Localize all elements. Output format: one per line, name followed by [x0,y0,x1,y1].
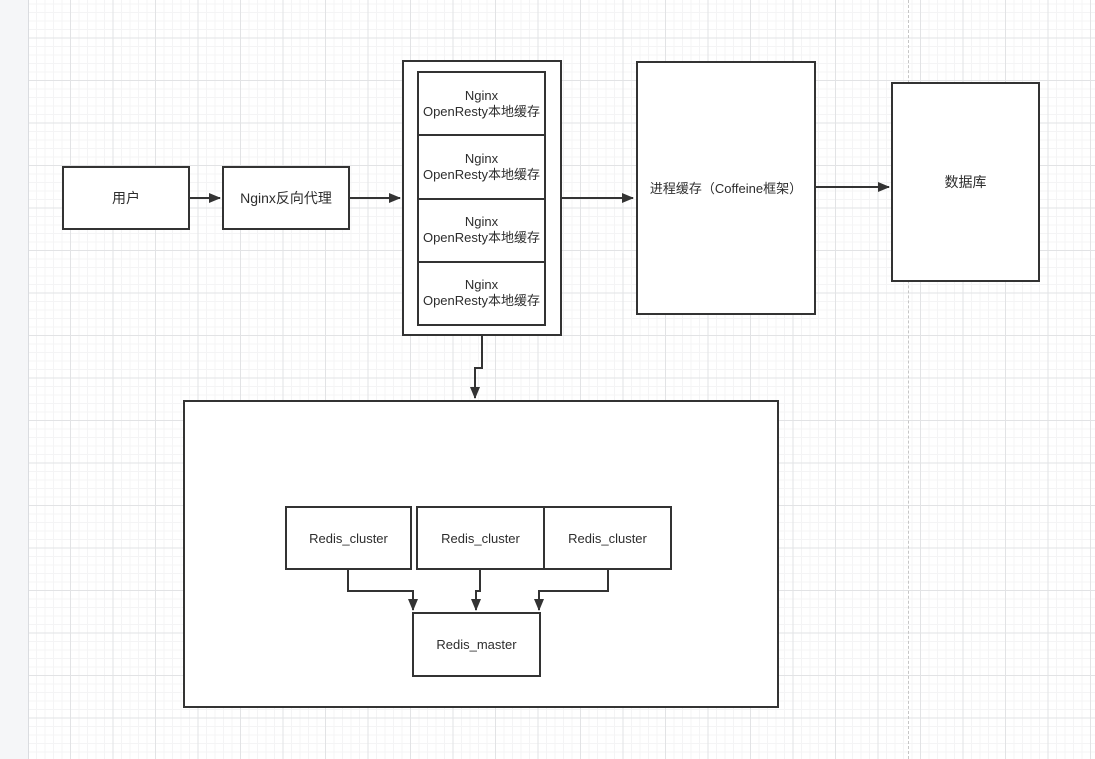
openresty-3-line2: OpenResty本地缓存 [422,230,541,246]
node-redis-cluster-1[interactable]: Redis_cluster [285,506,412,570]
page-boundary-divider [908,0,909,759]
node-openresty-cache-2[interactable]: Nginx OpenResty本地缓存 [419,136,544,200]
node-database-label: 数据库 [944,173,987,190]
node-openresty-cache-3[interactable]: Nginx OpenResty本地缓存 [419,200,544,263]
redis-cluster-3-label: Redis_cluster [568,530,647,546]
openresty-1-line2: OpenResty本地缓存 [422,103,541,119]
openresty-2-line1: Nginx [464,150,499,166]
redis-cluster-2-label: Redis_cluster [441,530,520,546]
collapsed-left-panel [0,0,29,759]
redis-master-label: Redis_master [436,637,517,652]
openresty-4-line1: Nginx [464,277,499,293]
node-openresty-cache-1[interactable]: Nginx OpenResty本地缓存 [419,73,544,137]
node-openresty-cache-4[interactable]: Nginx OpenResty本地缓存 [419,263,544,324]
openresty-3-line1: Nginx [464,214,499,230]
node-redis-cluster-2[interactable]: Redis_cluster [416,506,545,570]
redis-cluster-1-label: Redis_cluster [309,530,388,546]
node-redis-master[interactable]: Redis_master [412,612,541,677]
node-process-cache[interactable]: 进程缓存（Coffeine框架） [636,61,816,315]
node-user[interactable]: 用户 [62,166,190,230]
openresty-4-line2: OpenResty本地缓存 [422,293,541,309]
node-process-cache-label: 进程缓存（Coffeine框架） [649,180,803,196]
node-user-label: 用户 [112,189,140,206]
openresty-1-line1: Nginx [464,87,499,103]
node-nginx-proxy-label: Nginx反向代理 [240,189,332,206]
node-nginx-proxy[interactable]: Nginx反向代理 [222,166,350,230]
openresty-2-line2: OpenResty本地缓存 [422,166,541,182]
node-openresty-stack[interactable]: Nginx OpenResty本地缓存 Nginx OpenResty本地缓存 … [417,71,546,326]
node-redis-cluster-3[interactable]: Redis_cluster [543,506,672,570]
node-database[interactable]: 数据库 [891,82,1040,282]
